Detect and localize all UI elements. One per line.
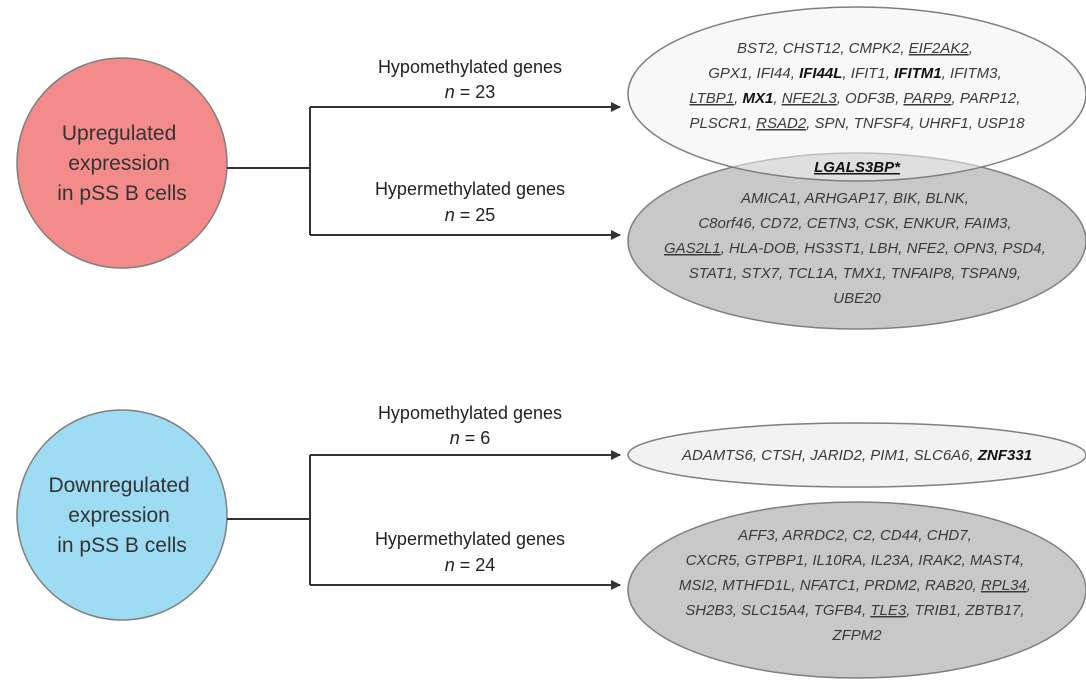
gene-text: , HLA-DOB, HS3ST1, LBH, NFE2, OPN3, PSD4… [721, 240, 1046, 257]
gene-line: MSI2, MTHFD1L, NFATC1, PRDM2, RAB20, RPL… [679, 577, 1031, 594]
upregulated-hypo-n-value: = 23 [455, 82, 496, 102]
gene-text: , IFIT1, [842, 65, 894, 82]
highlighted-gene: NFE2L3 [782, 90, 838, 107]
downregulated-hyper-count: n = 24 [445, 555, 496, 575]
upregulated-hypo-title: Hypomethylated genes [378, 57, 562, 77]
gene-line: SH2B3, SLC15A4, TGFB4, TLE3, TRIB1, ZBTB… [685, 602, 1024, 619]
gene-line: C8orf46, CD72, CETN3, CSK, ENKUR, FAIM3, [698, 215, 1011, 232]
highlighted-gene: MX1 [743, 90, 774, 107]
downregulated-hypo-count: n = 6 [450, 428, 491, 448]
downregulated-hyper-n-value: = 24 [455, 555, 496, 575]
gene-line: ADAMTS6, CTSH, JARID2, PIM1, SLC6A6, ZNF… [681, 447, 1032, 464]
gene-text: PLSCR1, [689, 115, 756, 132]
gene-text: ZFPM2 [831, 627, 882, 644]
gene-line: BST2, CHST12, CMPK2, EIF2AK2, [737, 40, 973, 57]
downregulated-hypo-ellipse [627, 422, 1086, 488]
downregulated-hypo-genes: ADAMTS6, CTSH, JARID2, PIM1, SLC6A6, ZNF… [681, 447, 1032, 464]
gene-text: , SPN, TNFSF4, UHRF1, USP18 [806, 115, 1025, 132]
gene-text: , ODF3B, [837, 90, 904, 107]
downregulated-hypo-n-value: = 6 [460, 428, 491, 448]
downregulated-circle [16, 409, 228, 621]
highlighted-gene: TLE3 [870, 602, 907, 619]
gene-text: BST2, CHST12, CMPK2, [737, 40, 909, 57]
gene-text: , [969, 40, 973, 57]
downregulated-hypo-n-symbol: n [450, 428, 460, 448]
upregulated-label-line-3: in pSS B cells [57, 182, 187, 205]
gene-text: C8orf46, CD72, CETN3, CSK, ENKUR, FAIM3, [698, 215, 1011, 232]
upregulated-group: Upregulated expression in pSS B cells Hy… [16, 6, 1086, 330]
upregulated-hypo-n-symbol: n [445, 82, 455, 102]
downregulated-label-line-3: in pSS B cells [57, 534, 187, 557]
gene-line: STAT1, STX7, TCL1A, TMX1, TNFAIP8, TSPAN… [689, 265, 1021, 282]
highlighted-gene: LTBP1 [689, 90, 734, 107]
upregulated-hyper-n-value: = 25 [455, 205, 496, 225]
highlighted-gene: GAS2L1 [664, 240, 721, 257]
gene-text: CXCR5, GTPBP1, IL10RA, IL23A, IRAK2, MAS… [686, 552, 1024, 569]
gene-text: ADAMTS6, CTSH, JARID2, PIM1, SLC6A6, [681, 447, 978, 464]
gene-line: AFF3, ARRDC2, C2, CD44, CHD7, [737, 527, 972, 544]
highlighted-gene: RPL34 [981, 577, 1027, 594]
gene-text: , [734, 90, 742, 107]
gene-line: CXCR5, GTPBP1, IL10RA, IL23A, IRAK2, MAS… [686, 552, 1024, 569]
highlighted-gene: PARP9 [903, 90, 952, 107]
gene-line: GPX1, IFI44, IFI44L, IFIT1, IFITM1, IFIT… [708, 65, 1001, 82]
gene-text: UBE20 [833, 290, 881, 307]
gene-line: PLSCR1, RSAD2, SPN, TNFSF4, UHRF1, USP18 [689, 115, 1025, 132]
gene-text: MSI2, MTHFD1L, NFATC1, PRDM2, RAB20, [679, 577, 981, 594]
upregulated-hypo-ellipse [627, 6, 1086, 182]
highlighted-gene: IFITM1 [894, 65, 942, 82]
upregulated-hyper-genes: AMICA1, ARHGAP17, BIK, BLNK, C8orf46, CD… [664, 190, 1050, 307]
highlighted-gene: ZNF331 [977, 447, 1032, 464]
upregulated-hyper-n-symbol: n [445, 205, 455, 225]
downregulated-label-line-1: Downregulated [48, 474, 189, 497]
gene-text: STAT1, STX7, TCL1A, TMX1, TNFAIP8, TSPAN… [689, 265, 1021, 282]
downregulated-hypo-title: Hypomethylated genes [378, 403, 562, 423]
upregulated-hypo-genes: BST2, CHST12, CMPK2, EIF2AK2, GPX1, IFI4… [689, 40, 1025, 132]
shared-gene: LGALS3BP* [814, 159, 901, 176]
highlighted-gene: EIF2AK2 [909, 40, 970, 57]
downregulated-connectors [227, 450, 621, 590]
highlighted-gene: RSAD2 [756, 115, 807, 132]
downregulated-label-line-2: expression [68, 504, 170, 527]
gene-line: AMICA1, ARHGAP17, BIK, BLNK, [740, 190, 969, 207]
downregulated-hyper-genes: AFF3, ARRDC2, C2, CD44, CHD7, CXCR5, GTP… [679, 527, 1035, 644]
downregulated-label: Downregulated expression in pSS B cells [48, 474, 195, 557]
gene-text: , PARP12, [951, 90, 1020, 107]
upregulated-hyper-title: Hypermethylated genes [375, 179, 565, 199]
gene-text: , TRIB1, ZBTB17, [906, 602, 1024, 619]
gene-text: SH2B3, SLC15A4, TGFB4, [685, 602, 870, 619]
gene-text: , [1027, 577, 1031, 594]
gene-text: AFF3, ARRDC2, C2, CD44, CHD7, [737, 527, 972, 544]
gene-text: , IFITM3, [942, 65, 1002, 82]
gene-line: GAS2L1, HLA-DOB, HS3ST1, LBH, NFE2, OPN3… [664, 240, 1046, 257]
upregulated-label-line-2: expression [68, 152, 170, 175]
gene-line: ZFPM2 [831, 627, 882, 644]
upregulated-circle [16, 57, 228, 269]
upregulated-label-line-1: Upregulated [62, 122, 176, 145]
downregulated-hyper-n-symbol: n [445, 555, 455, 575]
gene-line: UBE20 [833, 290, 881, 307]
gene-text: , [773, 90, 781, 107]
downregulated-hyper-ellipse [627, 501, 1086, 679]
gene-text: AMICA1, ARHGAP17, BIK, BLNK, [740, 190, 969, 207]
upregulated-connectors [227, 102, 621, 240]
upregulated-hypo-count: n = 23 [445, 82, 496, 102]
gene-line: LTBP1, MX1, NFE2L3, ODF3B, PARP9, PARP12… [689, 90, 1020, 107]
gene-text: GPX1, IFI44, [708, 65, 799, 82]
highlighted-gene: IFI44L [799, 65, 842, 82]
upregulated-hyper-count: n = 25 [445, 205, 496, 225]
downregulated-hyper-title: Hypermethylated genes [375, 529, 565, 549]
upregulated-label: Upregulated expression in pSS B cells [57, 122, 187, 205]
downregulated-group: Downregulated expression in pSS B cells … [16, 403, 1086, 679]
